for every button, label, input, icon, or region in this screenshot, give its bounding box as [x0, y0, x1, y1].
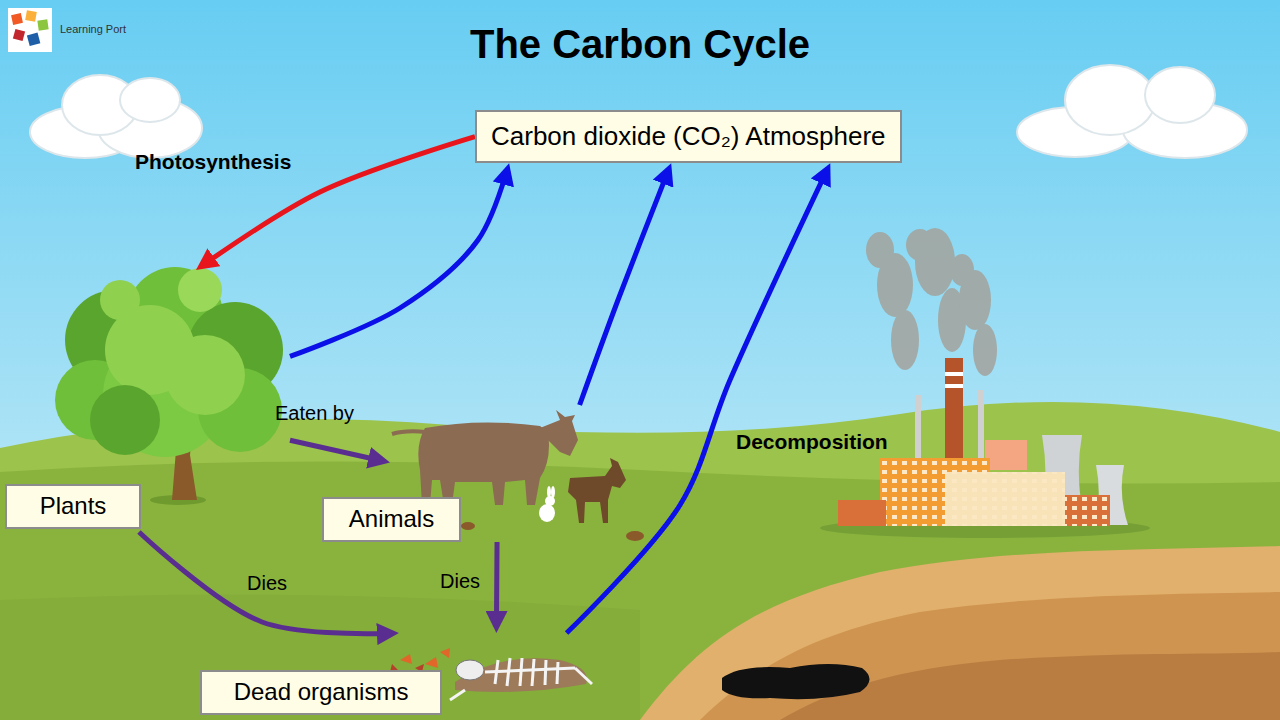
- factory-part: [915, 395, 921, 465]
- node-label: Animals: [322, 497, 461, 542]
- factory-part-part: [973, 324, 997, 376]
- tree-part: [100, 280, 140, 320]
- factory-part: [945, 372, 963, 376]
- carcass-part-part: [507, 658, 510, 686]
- process-label: Dies: [247, 572, 287, 595]
- soil: [640, 546, 1280, 720]
- soil-part: [700, 592, 1280, 720]
- carcass-part-part: [545, 660, 546, 685]
- edge-label-wrap: Photosynthesis: [135, 150, 291, 174]
- purple-arrow: [290, 440, 390, 462]
- carcass-part-part: [532, 659, 534, 686]
- purple-arrow: [494, 542, 500, 633]
- process-label: Decomposition: [736, 430, 888, 454]
- soil-part: [640, 546, 1280, 720]
- logo-part: [27, 33, 40, 46]
- animals-illustration-part: [461, 522, 475, 530]
- animals-illustration-part: [392, 431, 426, 434]
- atmosphere-box: Carbon dioxide (CO₂) Atmosphere: [475, 110, 902, 163]
- animals-illustration-part: [418, 422, 549, 505]
- animals-illustration-part: [540, 410, 578, 456]
- process-label: Photosynthesis: [135, 150, 291, 174]
- factory-part-part: [866, 232, 894, 268]
- animals-illustration-part: [626, 531, 644, 541]
- factory-part: [945, 358, 963, 462]
- animals-illustration-part: [551, 486, 555, 498]
- factory-part-part: [950, 254, 974, 286]
- factory-part-part: [906, 229, 934, 261]
- title-wrap: The Carbon Cycle: [0, 22, 1280, 67]
- factory-part-part: [891, 310, 919, 370]
- blue-arrow: [290, 163, 509, 356]
- blue-arrow: [567, 163, 831, 633]
- logo-part: [11, 13, 23, 25]
- animals-illustration-part: [568, 458, 626, 523]
- logo-part: [8, 8, 52, 52]
- soil-part: [722, 664, 870, 699]
- factory-part: [866, 228, 997, 376]
- factory-part: [945, 384, 963, 388]
- animals-illustration-part: [547, 486, 551, 498]
- animals-illustration-part: [539, 504, 555, 522]
- logo-text: Learning Port: [60, 23, 126, 35]
- purple-arrow: [139, 532, 399, 634]
- logo-part: [13, 29, 25, 41]
- tree-part: [178, 268, 222, 312]
- tree: [55, 267, 283, 505]
- label-wrap: Learning Port: [60, 19, 126, 37]
- edge-label-wrap: Decomposition: [736, 430, 888, 454]
- factory: [820, 228, 1150, 538]
- carcass-part-part: [557, 662, 558, 684]
- animals-node: Animals: [390, 405, 630, 542]
- carcass-part: [400, 648, 450, 668]
- tree-part: [90, 385, 160, 455]
- hills-part: [0, 594, 640, 720]
- blue-arrow: [580, 163, 672, 405]
- carcass-part: [456, 660, 484, 680]
- carcass-part: [450, 658, 592, 700]
- logo: [8, 8, 52, 52]
- carcass-part-part: [520, 658, 522, 686]
- node-label: Plants: [5, 484, 141, 529]
- carcass-part: [455, 658, 587, 692]
- cloud-part: [1145, 67, 1215, 123]
- carcass-part-part: [485, 668, 575, 672]
- dead-organisms-node: Dead organisms: [200, 633, 590, 715]
- node-label: Dead organisms: [200, 670, 442, 715]
- tree-part: [165, 335, 245, 415]
- factory-part: [1065, 495, 1110, 526]
- box-text: Carbon dioxide (CO₂) Atmosphere: [491, 121, 886, 152]
- factory-part: [945, 472, 1065, 526]
- factory-part: [838, 500, 886, 526]
- logo-part: [37, 19, 48, 30]
- hills-part: [0, 461, 1280, 720]
- cloud-part: [120, 78, 180, 122]
- title: The Carbon Cycle: [470, 22, 810, 67]
- cloud-part: [1065, 65, 1155, 135]
- carcass-part-part: [575, 668, 592, 684]
- edge-label-wrap: Dies: [440, 570, 480, 593]
- logo-part: [25, 10, 37, 22]
- edge-label-wrap: Dies: [247, 572, 287, 595]
- red-arrow: [196, 137, 475, 270]
- factory-part: [985, 440, 1027, 470]
- carcass-part-part: [495, 660, 498, 684]
- factory-part: [945, 472, 1065, 526]
- factory-part: [1065, 495, 1110, 526]
- edge-label-wrap: Eaten by: [275, 402, 354, 425]
- carcass-part-part: [450, 690, 465, 700]
- plants-node: Plants: [5, 270, 290, 532]
- process-label: Eaten by: [275, 402, 354, 425]
- process-label: Dies: [440, 570, 480, 593]
